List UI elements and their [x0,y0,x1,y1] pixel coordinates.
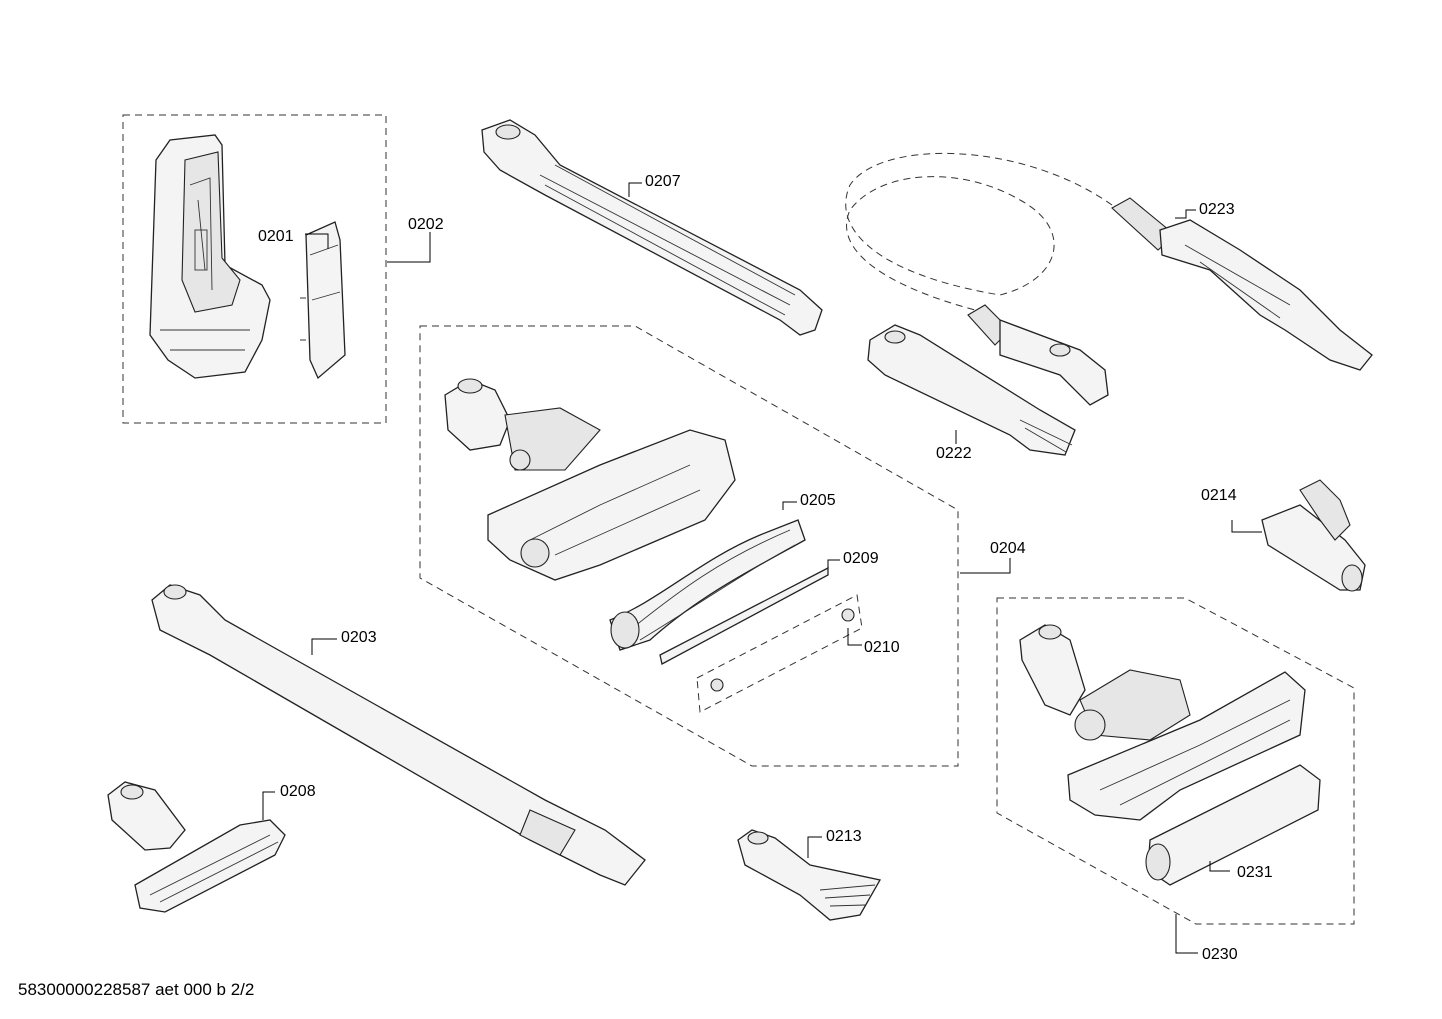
suction-tube-0203[interactable] [151,584,646,886]
screws-0210[interactable] [696,594,863,713]
leader-0207 [628,182,642,197]
label-0203: 0203 [341,629,377,646]
label-0214: 0214 [1201,487,1237,504]
leader-0223 [1175,209,1196,219]
leader-0213 [807,836,822,858]
hose-adapter-0222[interactable] [967,304,1109,406]
clip-holder-0214[interactable] [1261,479,1366,592]
label-0201: 0201 [258,228,294,245]
label-0208: 0208 [280,783,316,800]
leader-0205 [782,501,797,510]
battery-cover[interactable] [300,221,346,380]
leader-0230 [1175,914,1198,954]
extension-tube-0207[interactable] [481,119,823,336]
label-0223: 0223 [1199,201,1235,218]
leader-0231 [1209,861,1230,872]
battery-pack[interactable] [149,134,271,379]
label-0207: 0207 [645,173,681,190]
label-0205: 0205 [800,492,836,509]
leader-0203 [311,638,337,655]
label-0231: 0231 [1237,864,1273,881]
label-0209: 0209 [843,550,879,567]
label-0204: 0204 [990,540,1026,557]
group-0202-frame [122,114,387,424]
brush-roller-0205[interactable] [609,519,806,651]
leader-0202 [387,232,431,263]
mini-brush-0213[interactable] [737,829,882,921]
leader-0208 [262,791,275,820]
label-0202: 0202 [408,216,444,233]
drawing-reference: 58300000228587 aet 000 b 2/2 [18,980,255,999]
label-0210: 0210 [864,639,900,656]
strip-0209[interactable] [659,566,829,665]
group-0204-frame [419,325,959,767]
leader-0204 [960,558,1011,574]
floor-nozzle-0230[interactable] [1019,624,1306,821]
upholstery-nozzle-0208[interactable] [107,781,286,913]
leader-0210 [847,628,862,646]
flexible-hose-0223[interactable] [845,152,1373,371]
leader-0209 [827,559,840,568]
leader-0201 [305,233,329,249]
leader-0214 [1231,520,1262,533]
floor-nozzle-0204[interactable] [444,378,736,581]
brush-tool-0222[interactable] [867,324,1076,456]
label-0213: 0213 [826,828,862,845]
brush-roller-0231[interactable] [1145,764,1321,886]
label-0230: 0230 [1202,946,1238,963]
label-0222: 0222 [936,445,972,462]
group-0230-frame [996,597,1355,925]
